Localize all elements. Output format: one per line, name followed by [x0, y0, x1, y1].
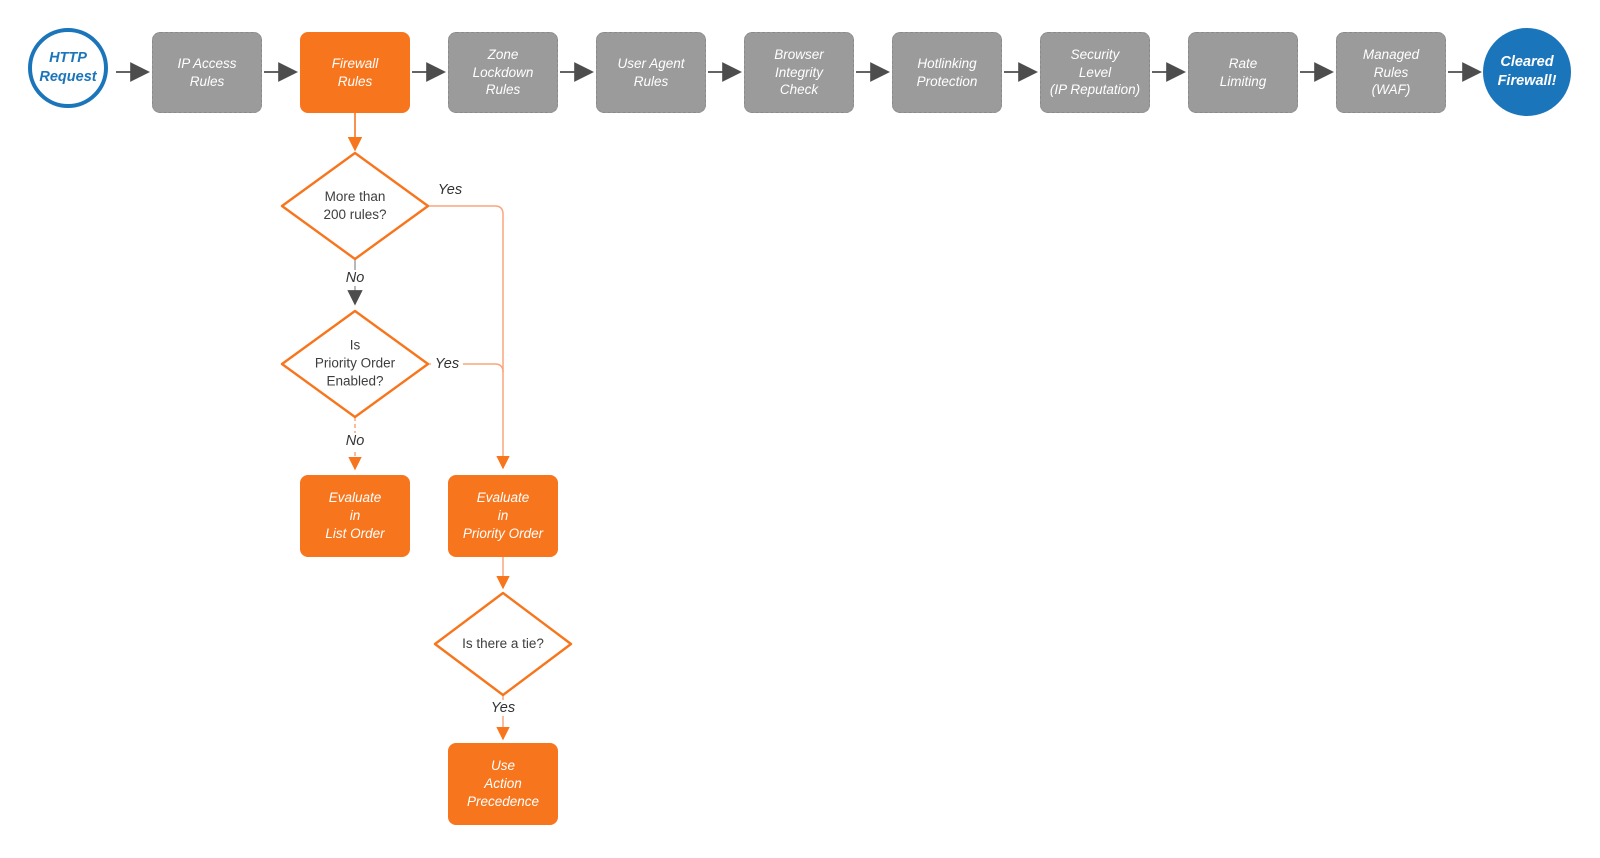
edge-label-yes3: Yes	[486, 700, 520, 716]
node-zone-lockdown-rules: Zone Lockdown Rules	[448, 32, 558, 113]
node-rate-limiting: Rate Limiting	[1188, 32, 1298, 113]
node-security-level: Security Level (IP Reputation)	[1040, 32, 1150, 113]
edge-label-no2: No	[341, 433, 369, 449]
node-firewall-rules: Firewall Rules	[300, 32, 410, 113]
node-user-agent-rules: User Agent Rules	[596, 32, 706, 113]
edge-label-no1: No	[341, 270, 369, 286]
node-managed-rules-waf: Managed Rules (WAF)	[1336, 32, 1446, 113]
node-cleared-firewall: Cleared Firewall!	[1483, 28, 1571, 116]
node-ip-access-rules: IP Access Rules	[152, 32, 262, 113]
decision-more-than-200-rules-label: More than 200 rules?	[323, 188, 387, 222]
node-evaluate-in-priority-order: Evaluate in Priority Order	[448, 475, 558, 557]
decision-priority-order-enabled-label: Is Priority Order Enabled?	[314, 337, 396, 390]
edge-decision1-yes	[428, 205, 510, 470]
edge-label-yes2: Yes	[430, 356, 464, 372]
node-hotlinking-protection: Hotlinking Protection	[892, 32, 1002, 113]
node-evaluate-in-list-order: Evaluate in List Order	[300, 475, 410, 557]
node-browser-integrity-check: Browser Integrity Check	[744, 32, 854, 113]
node-http-request: HTTP Request	[28, 28, 108, 108]
node-use-action-precedence: Use Action Precedence	[448, 743, 558, 825]
decision-is-there-a-tie-label: Is there a tie?	[462, 635, 544, 651]
edge-label-yes1: Yes	[433, 182, 467, 198]
